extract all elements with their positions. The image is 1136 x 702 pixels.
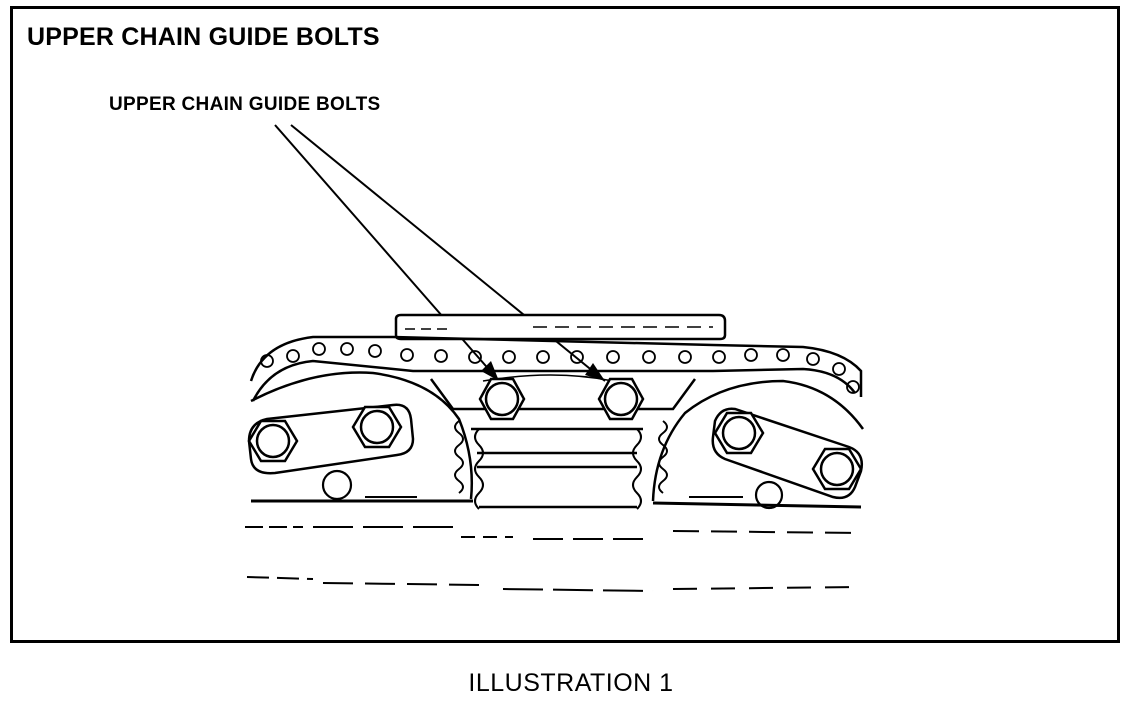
right-plate-bolt-1 bbox=[713, 411, 765, 455]
left-lower-dowel bbox=[321, 469, 353, 501]
chain-guide-bracket bbox=[429, 374, 697, 411]
sprocket-right bbox=[651, 379, 865, 502]
left-plate-bolt-2 bbox=[351, 405, 403, 449]
sprocket-left bbox=[250, 371, 474, 500]
timing-chain-upper bbox=[249, 335, 863, 402]
leader-line-left bbox=[274, 124, 500, 382]
chain-link-rollers bbox=[260, 342, 860, 394]
block-surface-lines bbox=[245, 496, 862, 592]
right-lower-dowel bbox=[754, 480, 784, 510]
upper-chain-guide-bolt-right bbox=[597, 377, 645, 421]
callout-arrows bbox=[274, 124, 606, 382]
chain-guide-diagram bbox=[245, 124, 865, 592]
figure-frame: UPPER CHAIN GUIDE BOLTS UPPER CHAIN GUID… bbox=[10, 6, 1120, 643]
leader-line-right bbox=[290, 124, 606, 382]
right-plate-bolt-2 bbox=[811, 447, 863, 491]
left-plate-bolt-1 bbox=[247, 419, 299, 463]
callout-label: UPPER CHAIN GUIDE BOLTS bbox=[109, 94, 381, 115]
upper-chain-guide-bolt-left bbox=[478, 377, 526, 421]
figure-title: UPPER CHAIN GUIDE BOLTS bbox=[27, 23, 380, 51]
chain-guide-rail bbox=[394, 313, 727, 341]
center-cylinder bbox=[471, 427, 643, 510]
illustration-caption: ILLUSTRATION 1 bbox=[468, 669, 674, 697]
